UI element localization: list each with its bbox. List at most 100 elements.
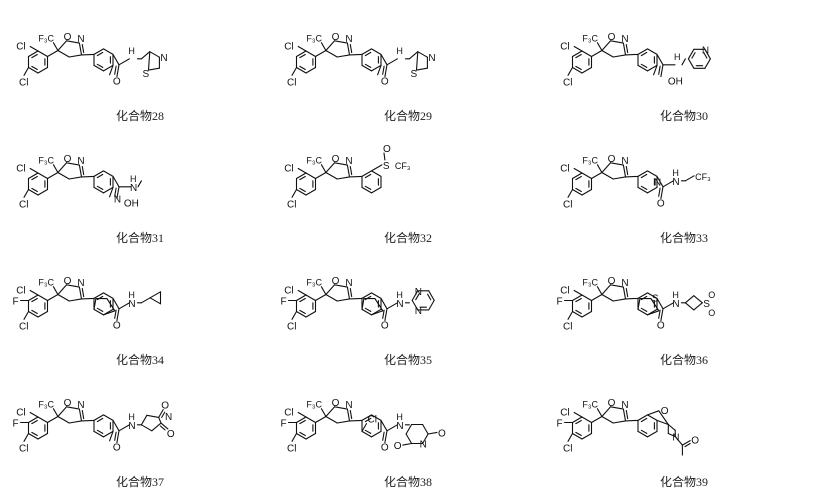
trifluoromethyl-group: F₃C [38,156,54,166]
sulfoxide-sulfur: S [383,161,390,172]
bond [568,190,573,198]
bond [119,59,129,65]
ring-bond [423,425,429,435]
chlorine-atom: Cl [16,42,25,53]
compound-label: 化合物32 [272,229,544,246]
chlorine-atom: Cl [560,164,569,175]
compound-label: 化合物36 [548,351,818,368]
bond [30,291,38,296]
bond [597,165,602,173]
bond [417,68,428,70]
imide-oxygen: O [167,429,175,440]
ring-bond [337,299,349,301]
ring-bond [362,309,372,315]
double-bond [82,167,83,175]
ring-bond [362,65,372,71]
carbonyl-bond [117,431,119,443]
chlorine-atom: Cl [19,321,28,332]
isoxazoline-nitrogen: N [621,156,628,167]
aromatic-bond [32,421,38,424]
ring-bond [337,421,349,423]
ring-bond [306,312,316,318]
ring-bond [29,312,39,318]
isoxazoline-nitrogen: N [77,34,84,45]
aromatic-bond [32,432,38,435]
isoxazoline-nitrogen: N [621,278,628,289]
carbonyl-oxygen: O [113,443,121,454]
bond [372,165,382,171]
bond [685,176,694,181]
ring-bond [58,51,69,58]
carbonyl-oxygen: O [691,436,699,447]
isoxazoline-oxygen: O [64,154,72,165]
amine-nitrogen: N [130,183,137,194]
bond [24,190,29,198]
bond [113,176,119,186]
aromatic-bond [365,308,371,311]
trifluoromethyl-group: F₃C [306,400,322,410]
bond [53,43,58,51]
bond [53,287,58,295]
ring-bond [306,68,316,74]
bond [141,415,147,425]
bond [350,176,363,177]
bond [138,181,141,187]
ring-bond [306,51,316,57]
ring-bond [38,51,48,57]
bond [694,296,703,303]
bond [292,68,297,76]
bond [381,54,387,64]
piperidine-nitrogen: N [420,440,427,451]
ring-bond [29,68,39,74]
aromatic-bond [365,186,371,189]
aromatic-bond [32,299,38,302]
carbonyl-oxygen: O [113,77,121,88]
ring-bond [613,177,625,179]
ring-bond [638,415,648,421]
double-bond [383,432,384,440]
ring-bond [602,295,613,302]
ring-bond [362,49,372,55]
trifluoromethyl-group: F₃C [306,156,322,166]
amide-hydrogen: H [128,46,135,56]
ring-bond [297,190,307,196]
ring-bond [306,434,316,440]
ring-bond [326,295,337,302]
aromatic-bond [576,299,582,302]
bond [592,173,602,179]
aromatic-bond [365,430,371,433]
bond [141,425,151,431]
trifluoromethyl-group: F₃C [582,400,598,410]
amine-hydrogen: H [674,52,681,62]
aromatic-bond [576,310,582,313]
ring-bond [297,51,307,57]
aromatic-bond [576,432,582,435]
aromatic-bond [97,186,103,189]
aromatic-bond [576,421,582,424]
bond [316,417,326,423]
bond [48,417,58,423]
ring-bond [297,173,307,179]
ring-bond [638,309,648,315]
chlorine-atom: Cl [563,443,572,454]
ring-bond [94,309,104,315]
bond [82,298,95,299]
bond [113,298,119,308]
bond [316,295,326,301]
ring-bond [573,312,583,318]
isoxazoline-nitrogen: N [621,34,628,45]
fluorine-atom: F [281,419,287,430]
double-bond [82,411,83,419]
ring-bond [648,49,658,55]
ring-bond [69,177,81,179]
aromatic-bond [641,52,647,55]
carbonyl-bond [661,309,663,321]
ring-bond [94,171,104,177]
bond [316,173,326,179]
